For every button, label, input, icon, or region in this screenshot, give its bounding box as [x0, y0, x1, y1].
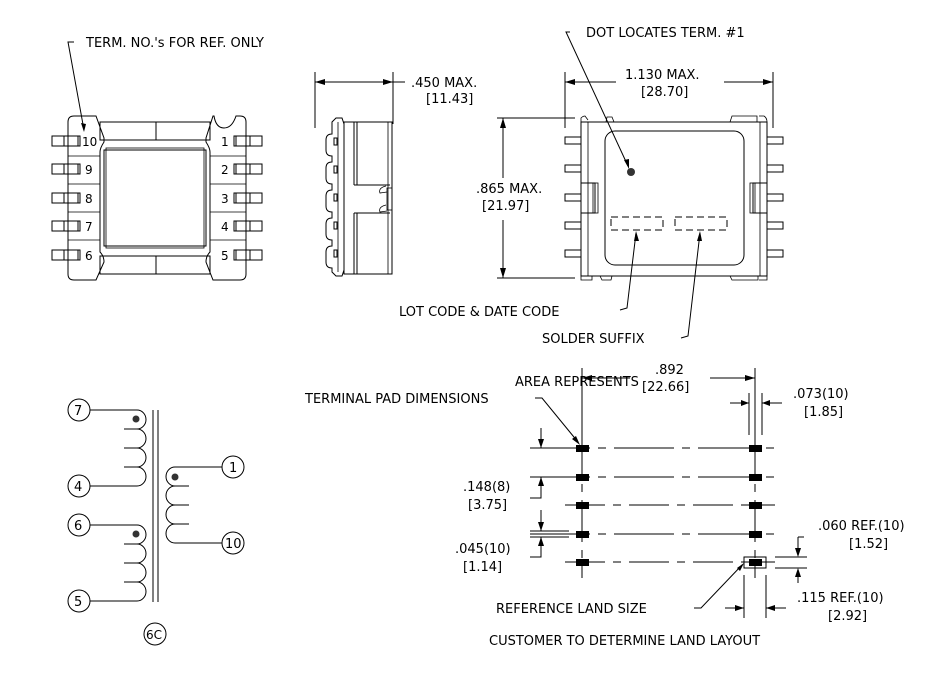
terminal-1 — [221, 455, 245, 479]
pin-label-9: 9 — [85, 163, 93, 177]
terminal-1-label: 1 — [229, 461, 237, 476]
pad — [749, 559, 762, 566]
pin — [233, 163, 263, 175]
top-view: DOT LOCATES TERM. #1 1.130 MAX. [28.70] … — [399, 26, 784, 347]
terminal-4 — [67, 474, 91, 498]
pin-label-5: 5 — [221, 249, 229, 263]
dim-width-mm: [28.70] — [641, 85, 688, 100]
pad — [576, 474, 589, 481]
dot-note-text: DOT LOCATES TERM. #1 — [586, 26, 745, 41]
pin-label-7: 7 — [85, 220, 93, 234]
dim-land-height-in: .060 REF.(10) — [818, 519, 905, 534]
term-note-callout: TERM. NO.'s FOR REF. ONLY — [67, 36, 264, 132]
pin-label-4: 4 — [221, 220, 229, 234]
right-pins — [233, 135, 263, 261]
dim-land-height-mm: [1.52] — [849, 537, 888, 552]
pin — [51, 135, 81, 147]
lot-code-box — [610, 216, 664, 231]
dim-pad-width-mm: [1.85] — [804, 405, 843, 420]
solder-suffix-box — [674, 216, 728, 231]
pin — [233, 220, 263, 232]
solder-suffix-text: SOLDER SUFFIX — [542, 332, 645, 347]
schematic-id-label: 6C — [146, 628, 162, 642]
pads — [576, 445, 767, 569]
left-pins — [51, 135, 81, 261]
reference-land-outline — [743, 556, 767, 569]
dim-pad-height-mm: [1.14] — [463, 560, 502, 575]
dim-depth-in: .450 MAX. — [411, 76, 477, 91]
dim-height-mm: [21.97] — [482, 199, 529, 214]
pin-label-8: 8 — [85, 192, 93, 206]
dim-width-in: 1.130 MAX. — [625, 68, 700, 83]
pad — [749, 502, 762, 509]
terminal-4-label: 4 — [74, 480, 82, 495]
pin-label-10: 10 — [82, 135, 97, 149]
pad — [576, 531, 589, 538]
dim-pad-span-mm: [22.66] — [642, 380, 689, 395]
dim-land-width-mm: [2.92] — [828, 609, 867, 624]
terminal-6-label: 6 — [74, 519, 82, 534]
transformer-schematic: 7 4 6 5 1 10 6C — [67, 398, 245, 646]
pin — [51, 192, 81, 204]
term1-dot — [627, 168, 635, 176]
terminal-5 — [67, 589, 91, 613]
pin — [51, 220, 81, 232]
dim-pitch-mm: [3.75] — [468, 498, 507, 513]
schematic-id-badge — [143, 622, 167, 646]
pin-label-3: 3 — [221, 192, 229, 206]
dim-depth-mm: [11.43] — [426, 92, 473, 107]
customer-note-text: CUSTOMER TO DETERMINE LAND LAYOUT — [489, 634, 760, 649]
pin — [233, 192, 263, 204]
flange-ribs — [68, 155, 246, 241]
dim-pitch-in: .148(8) — [463, 480, 510, 495]
terminal-10-label: 10 — [225, 537, 242, 552]
pin — [51, 249, 81, 261]
area-note-line1: AREA REPRESENTS — [515, 375, 639, 390]
pin-label-1: 1 — [221, 135, 229, 149]
dim-height-in: .865 MAX. — [476, 182, 542, 197]
pad — [576, 559, 589, 566]
pin — [233, 249, 263, 261]
pad-rows — [530, 447, 775, 563]
side-view: .450 MAX. [11.43] — [314, 72, 477, 277]
pin-label-2: 2 — [221, 163, 229, 177]
pad — [749, 531, 762, 538]
front-view: 10 9 8 7 6 1 2 3 4 5 — [51, 115, 263, 281]
pad — [749, 474, 762, 481]
pad — [749, 445, 762, 452]
lot-code-text: LOT CODE & DATE CODE — [399, 305, 560, 320]
terminal-5-label: 5 — [74, 595, 82, 610]
dim-land-width-in: .115 REF.(10) — [797, 591, 884, 606]
terminal-7-label: 7 — [74, 404, 82, 419]
pad — [576, 445, 589, 452]
dim-pad-span-in: .892 — [655, 363, 684, 378]
dim-pad-width-in: .073(10) — [793, 387, 849, 402]
pin — [233, 135, 263, 147]
dim-pad-height-in: .045(10) — [455, 542, 511, 557]
area-note-line2: TERMINAL PAD DIMENSIONS — [304, 392, 489, 407]
reference-land-text: REFERENCE LAND SIZE — [496, 602, 647, 617]
pad — [576, 502, 589, 509]
land-pattern: AREA REPRESENTS TERMINAL PAD DIMENSIONS … — [304, 363, 905, 649]
terminal-10 — [221, 531, 245, 555]
pin-label-6: 6 — [85, 249, 93, 263]
pin — [51, 163, 81, 175]
term-note-text: TERM. NO.'s FOR REF. ONLY — [85, 36, 264, 51]
